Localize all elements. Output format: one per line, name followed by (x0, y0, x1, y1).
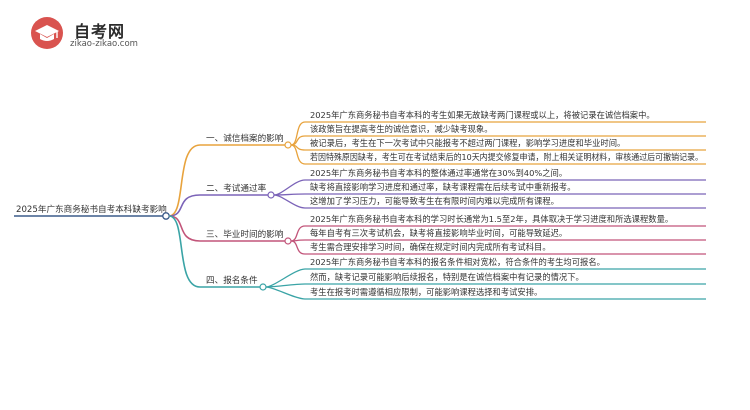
graduation-cap-icon (31, 17, 63, 49)
leaf-text: 考生需合理安排学习时间，确保在规定时间内完成所有考试科目。 (310, 242, 551, 252)
branch-node-dot (284, 237, 292, 245)
leaf-text: 2025年广东商务秘书自考本科的考生如果无故缺考两门课程或以上，将被记录在诚信档… (310, 110, 655, 120)
root-branch-connector (168, 215, 201, 288)
leaf-text: 考生在报考时需遵循相应限制，可能影响课程选择和考试安排。 (310, 287, 542, 297)
branch-leaf-connector (265, 286, 306, 300)
branch-leaf-connector (290, 121, 306, 146)
logo-subtitle: zikao-zikao.com (70, 39, 138, 49)
branch-label: 一、诚信档案的影响 (206, 132, 284, 144)
branch-node-dot (284, 141, 292, 149)
leaf-text: 2025年广东商务秘书自考本科的学习时长通常为1.5至2年，具体取决于学习进度和… (310, 214, 673, 224)
leaf-text: 缺考将直接影响学习进度和通过率，缺考课程需在后续考试中重新报考。 (310, 182, 576, 192)
branch-label: 二、考试通过率 (206, 182, 267, 194)
branch-leaf-connector (273, 179, 306, 196)
leaf-text: 每年自考有三次考试机会，缺考将直接影响毕业时间，可能导致延迟。 (310, 228, 567, 238)
root-branch-connector (168, 194, 201, 217)
leaf-text: 然而，缺考记录可能影响后续报名，特别是在诚信档案中有记录的情况下。 (310, 272, 584, 282)
leaf-text: 2025年广东商务秘书自考本科的整体通过率通常在30%到40%之间。 (310, 168, 567, 178)
leaf-text: 这增加了学习压力，可能导致考生在有限时间内难以完成所有课程。 (310, 196, 559, 206)
leaf-text: 若因特殊原因缺考，考生可在考试结束后的10天内提交修复申请，附上相关证明材料，审… (310, 152, 703, 162)
branch-leaf-connector (290, 240, 306, 255)
branch-leaf-connector (290, 225, 306, 242)
branch-node-dot (259, 283, 267, 291)
root-node-dot (162, 212, 170, 220)
root-branch-connector (168, 215, 201, 242)
root-label: 2025年广东商务秘书自考本科缺考影响 (16, 203, 167, 215)
leaf-text: 2025年广东商务秘书自考本科的报名条件相对宽松，符合条件的考生均可报名。 (310, 257, 605, 267)
root-branch-connector (168, 144, 201, 217)
logo-title: 自考网 (74, 22, 126, 41)
branch-leaf-connector (290, 144, 306, 165)
branch-label: 四、报名条件 (206, 274, 258, 286)
leaf-text: 该政策旨在提高考生的诚信意识，减少缺考现象。 (310, 124, 493, 134)
branch-leaf-connector (273, 194, 306, 209)
site-logo: 自考网 zikao-zikao.com (30, 16, 170, 56)
leaf-text: 被记录后，考生在下一次考试中只能报考不超过两门课程，影响学习进度和毕业时间。 (310, 138, 625, 148)
branch-node-dot (267, 191, 275, 199)
branch-label: 三、毕业时间的影响 (206, 228, 284, 240)
